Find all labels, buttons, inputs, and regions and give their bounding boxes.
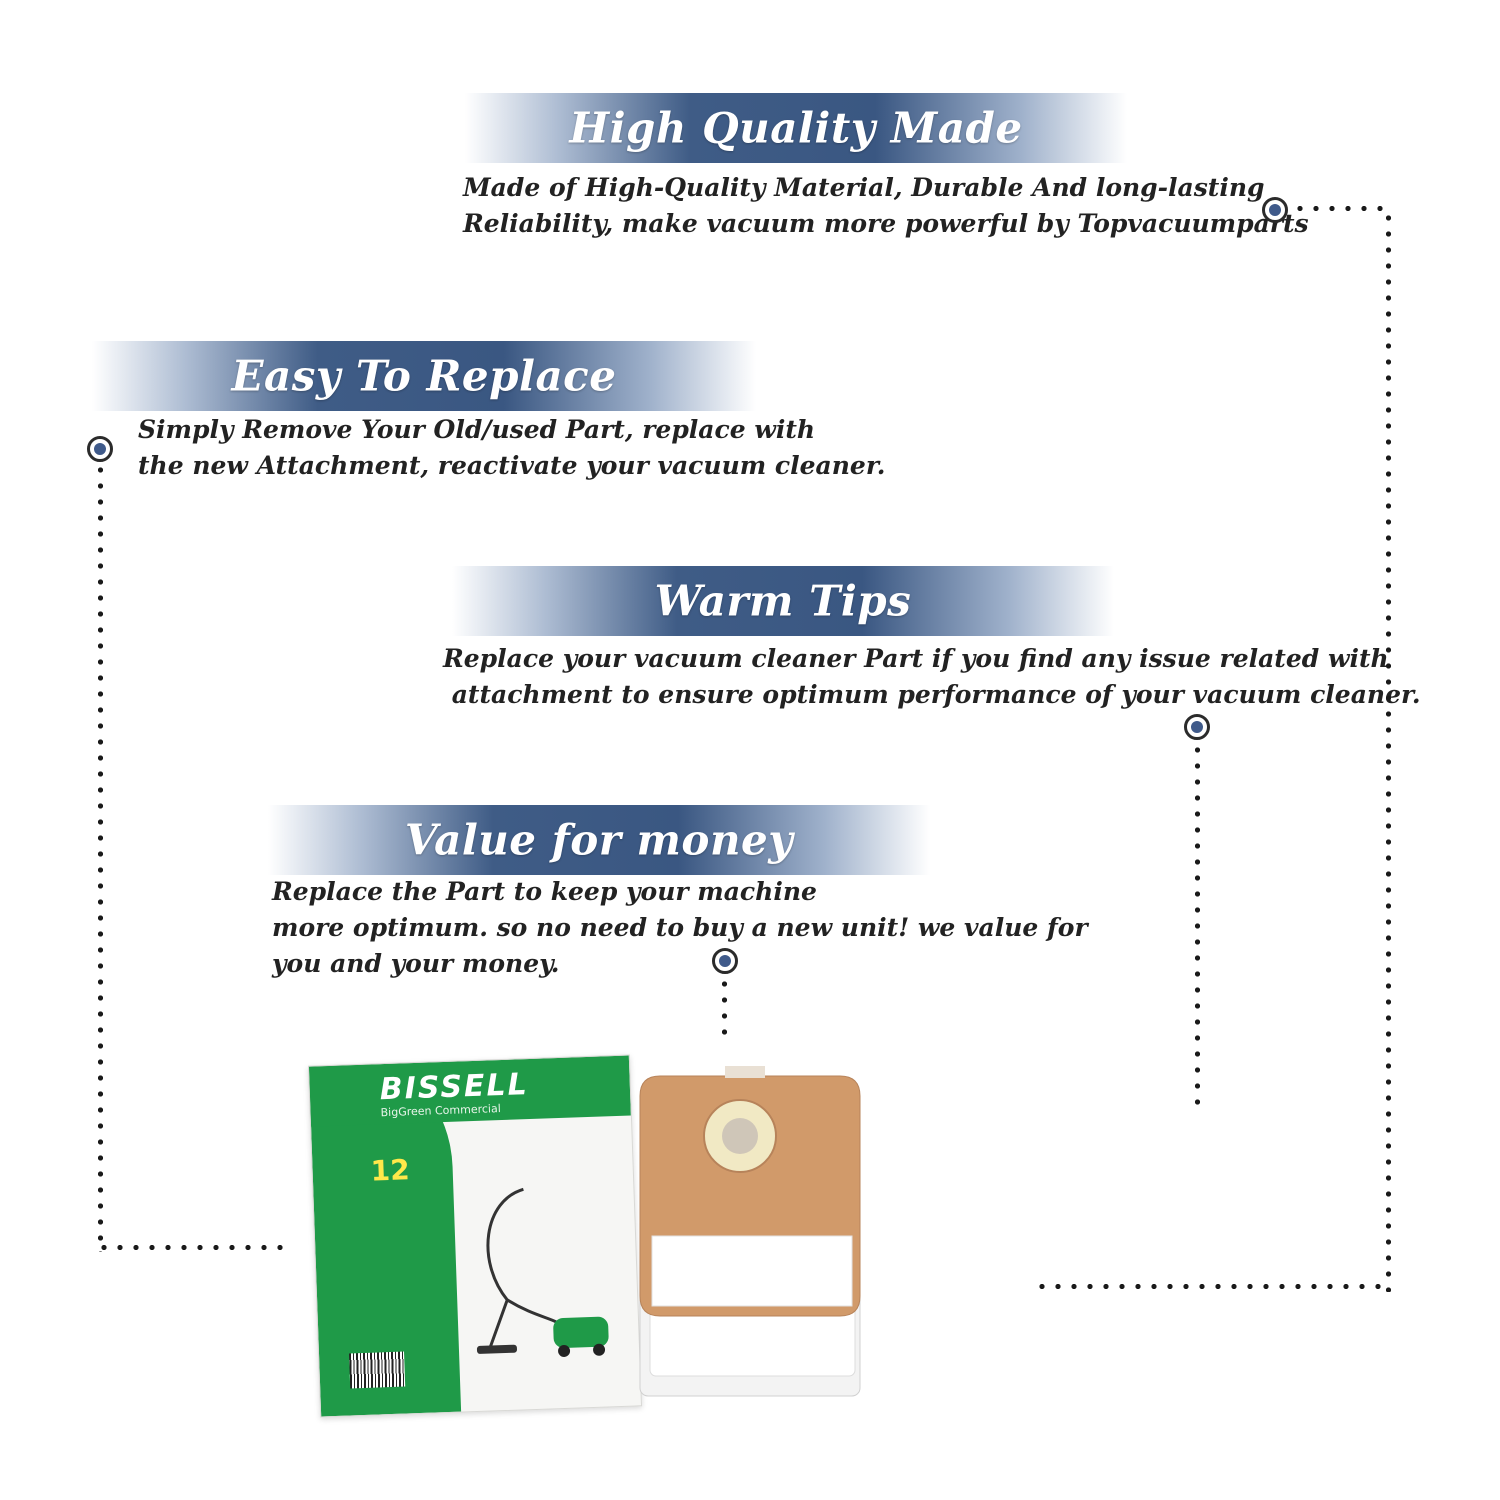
desc-line: Made of High-Quality Material, Durable A… bbox=[463, 173, 1265, 202]
desc-line: the new Attachment, reactivate your vacu… bbox=[138, 451, 886, 480]
desc-high-quality: Made of High-Quality Material, Durable A… bbox=[463, 170, 1309, 242]
pack-count: 12 bbox=[370, 1153, 411, 1188]
dotted-line bbox=[1195, 742, 1200, 1108]
desc-line: Reliability, make vacuum more powerful b… bbox=[463, 209, 1309, 238]
dotted-line bbox=[722, 976, 727, 1036]
marker-dot-icon bbox=[712, 948, 738, 974]
dotted-line bbox=[98, 462, 103, 1252]
bag-package: BISSELL BigGreen Commercial 12 bbox=[307, 1054, 643, 1418]
desc-easy-replace: Simply Remove Your Old/used Part, replac… bbox=[138, 412, 885, 484]
banner-title: Easy To Replace bbox=[231, 351, 617, 401]
marker-dot-icon bbox=[1184, 714, 1210, 740]
marker-dot-icon bbox=[87, 436, 113, 462]
desc-warm-tips: Replace your vacuum cleaner Part if you … bbox=[443, 641, 1421, 713]
product-image: BISSELL BigGreen Commercial 12 bbox=[300, 1050, 920, 1430]
desc-value-money: Replace the Part to keep your machine mo… bbox=[272, 874, 1088, 982]
vacuum-icon bbox=[476, 1187, 609, 1357]
dotted-line bbox=[1292, 206, 1392, 211]
dotted-line bbox=[96, 1245, 286, 1250]
filter-bag-icon bbox=[639, 1066, 861, 1397]
dotted-line bbox=[1034, 1284, 1390, 1289]
brand-logo: BISSELL bbox=[379, 1067, 530, 1108]
banner-title: Value for money bbox=[404, 815, 794, 865]
banner-high-quality: High Quality Made bbox=[465, 93, 1127, 163]
banner-warm-tips: Warm Tips bbox=[452, 566, 1114, 636]
desc-line: Replace your vacuum cleaner Part if you … bbox=[443, 644, 1389, 673]
banner-value-money: Value for money bbox=[268, 805, 930, 875]
barcode bbox=[349, 1351, 406, 1389]
desc-line: you and your money. bbox=[272, 949, 560, 978]
desc-line: Replace the Part to keep your machine bbox=[272, 877, 817, 906]
marker-dot-icon bbox=[1262, 197, 1288, 223]
desc-line: more optimum. so no need to buy a new un… bbox=[272, 913, 1088, 942]
desc-line: Simply Remove Your Old/used Part, replac… bbox=[138, 415, 816, 444]
desc-line: attachment to ensure optimum performance… bbox=[443, 680, 1421, 709]
banner-title: High Quality Made bbox=[569, 103, 1023, 153]
dotted-line bbox=[1386, 210, 1391, 1292]
banner-easy-replace: Easy To Replace bbox=[92, 341, 756, 411]
banner-title: Warm Tips bbox=[654, 576, 912, 626]
